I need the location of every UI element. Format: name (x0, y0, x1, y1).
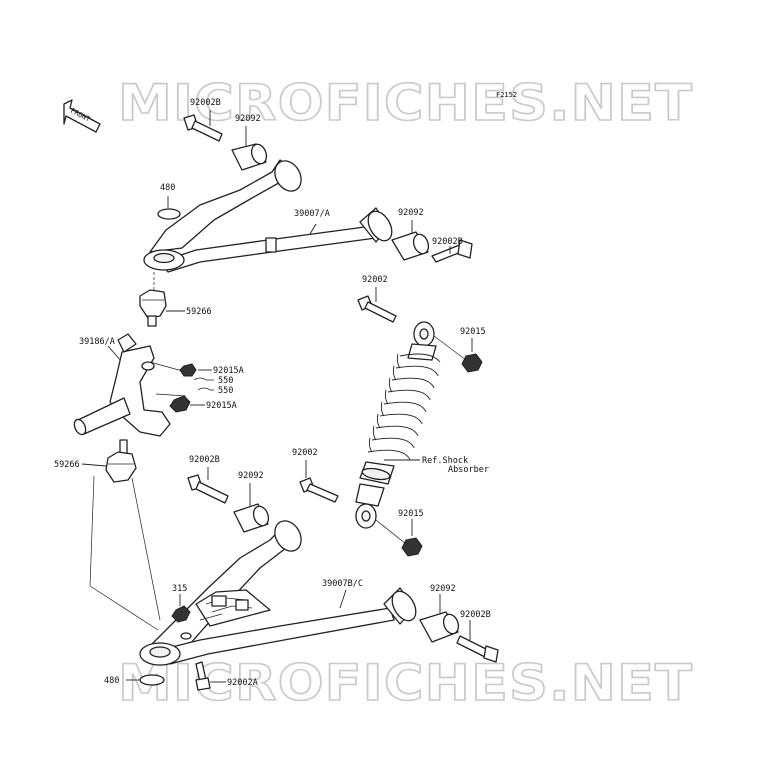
callout-59266-lower: 59266 (54, 460, 80, 470)
callout-92002b-lower-right: 92002B (460, 610, 491, 620)
bushing-92092-upper-right (391, 231, 430, 261)
bolt-92002b-top (183, 114, 223, 142)
callout-92002a: 92002A (227, 678, 258, 688)
callout-59266-upper: 59266 (186, 307, 212, 317)
lower-arm-bolt-hole (180, 632, 192, 640)
lower-a-arm (139, 520, 395, 666)
bushing-92092-lower-left (233, 503, 270, 533)
ball-joint-lower (105, 439, 137, 483)
nut-92015a-lower (169, 395, 191, 413)
front-direction-arrow: FRONT (63, 99, 101, 133)
callout-550-b: 550 (218, 386, 233, 396)
callout-480-bottom: 480 (104, 676, 119, 686)
callout-550-a: 550 (218, 376, 233, 386)
callout-92002b-lower-left: 92002B (189, 455, 220, 465)
callout-ref-shock-line1: Ref.Shock (422, 456, 468, 466)
callout-92015-shock-top: 92015 (460, 327, 486, 337)
bushing-92092-lower-right (419, 611, 460, 643)
washer-480-bottom (139, 674, 165, 686)
cotter-pin-550-b (197, 387, 214, 391)
steering-knuckle (73, 333, 171, 437)
shock-absorber (355, 321, 441, 529)
callout-39186a: 39186/A (79, 337, 115, 347)
upper-arm-pivot-right (359, 207, 393, 243)
bolt-92002-shock-bottom (299, 477, 339, 503)
callout-92092-top: 92092 (235, 114, 261, 124)
callout-92002-shock-top: 92002 (362, 275, 388, 285)
callout-92002b-upper-right: 92002B (432, 237, 463, 247)
nut-92015-shock-bottom (401, 537, 423, 557)
bolt-92002b-lower-right (456, 635, 499, 663)
callout-39007bc: 39007B/C (322, 579, 363, 589)
callout-92015-shock-bottom: 92015 (398, 509, 424, 519)
callout-92092-lower-left: 92092 (238, 471, 264, 481)
callout-39007a: 39007/A (294, 209, 330, 219)
cotter-pin-550-a (193, 377, 214, 381)
callout-92092-lower-right: 92092 (430, 584, 456, 594)
callout-92015a-upper: 92015A (213, 366, 244, 376)
nut-92015a-upper (179, 363, 197, 377)
bolt-92002b-upper-right (431, 239, 473, 263)
callout-92015a-lower: 92015A (206, 401, 237, 411)
nut-92015-shock-top (461, 353, 483, 373)
callout-480-top: 480 (160, 183, 175, 193)
callout-315: 315 (172, 584, 187, 594)
lower-arm-pivot-right (383, 587, 417, 625)
bolt-92002a (195, 661, 211, 691)
upper-a-arm (143, 159, 377, 273)
callout-ref-shock-line2: Absorber (448, 465, 489, 475)
watermark-top: MICROFICHES.NET (118, 74, 693, 132)
callout-92002-shock-bottom: 92002 (292, 448, 318, 458)
bushing-92092-top (231, 143, 268, 171)
watermark-bottom: MICROFICHES.NET (118, 654, 693, 712)
figure-code: F2152 (496, 91, 517, 99)
nut-315 (171, 605, 191, 623)
callout-92092-upper-right: 92092 (398, 208, 424, 218)
washer-480-top (157, 208, 181, 220)
callout-92002b-top: 92002B (190, 98, 221, 108)
ball-joint-upper (139, 289, 167, 327)
bolt-92002-shock-top (357, 295, 397, 323)
bolt-92002b-lower-left (187, 474, 229, 504)
